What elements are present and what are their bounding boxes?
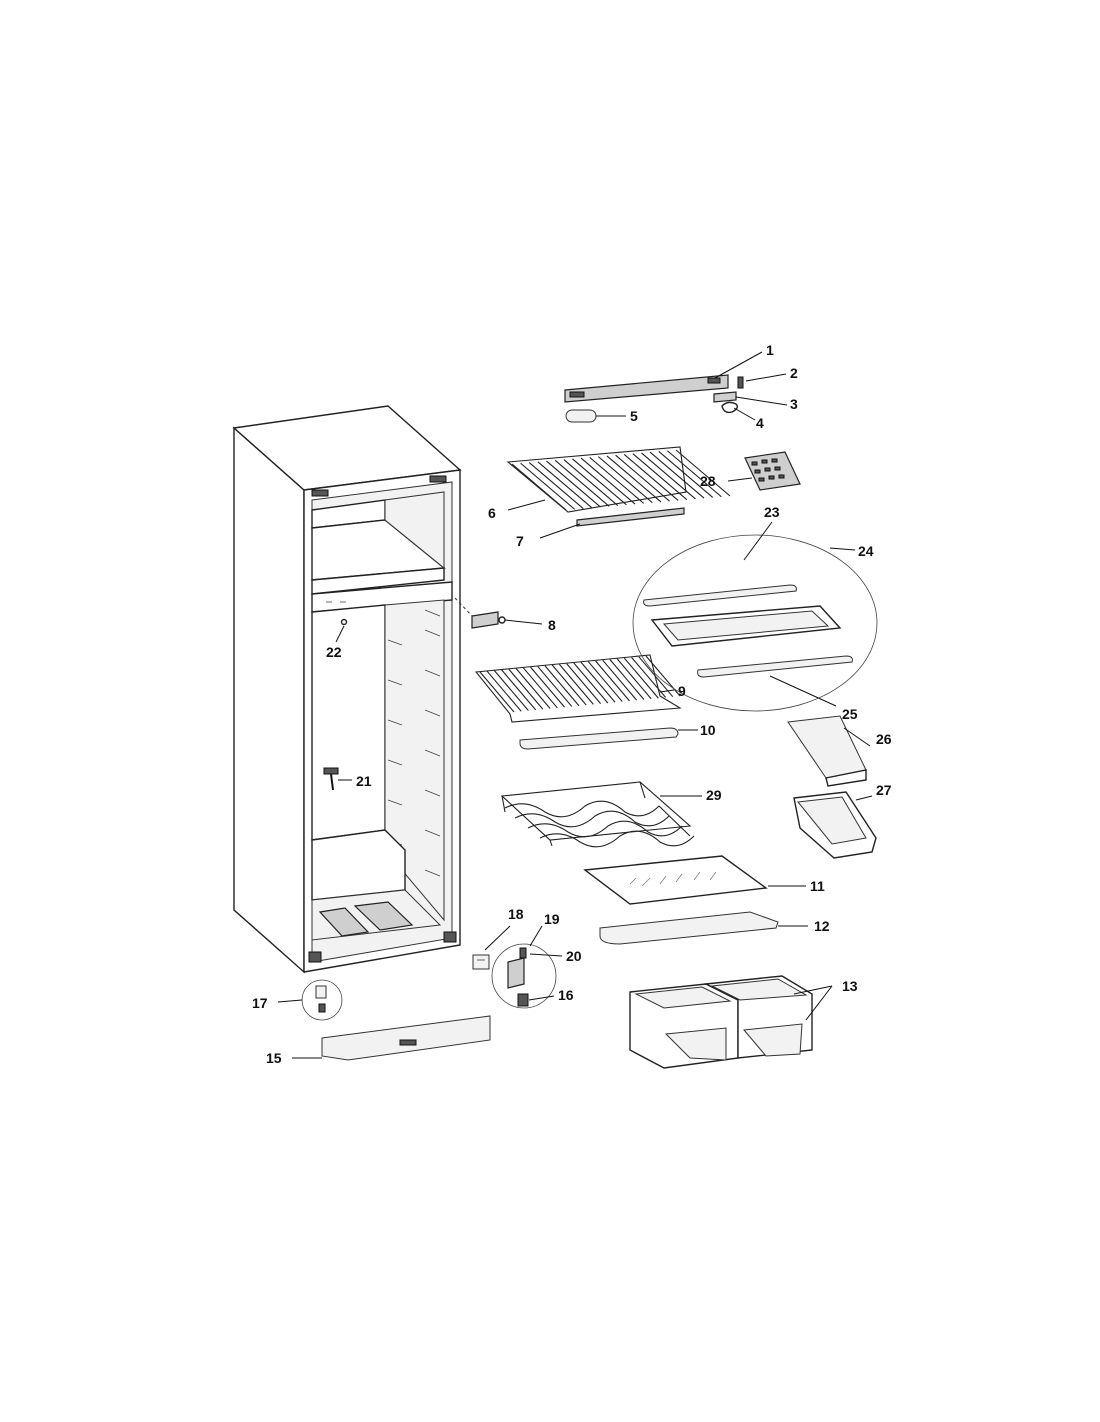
part-11-glass-shelf [583, 855, 768, 905]
callout-22: 22 [326, 644, 342, 660]
callout-17: 17 [252, 995, 268, 1011]
part-18-light-switch [472, 954, 490, 970]
part-12-shelf-trim [599, 911, 779, 945]
part-28-ice-tray [744, 451, 801, 491]
part-26-dairy-lid [787, 715, 867, 787]
part-9-fridge-wire-shelf [474, 654, 682, 723]
part-29-bottle-rack [500, 781, 695, 848]
part-17-foot-detail [301, 979, 343, 1021]
callout-10: 10 [700, 722, 716, 738]
callout-23: 23 [764, 504, 780, 520]
callout-21: 21 [356, 773, 372, 789]
callout-6: 6 [488, 505, 496, 521]
part-10-shelf-trim [519, 727, 679, 750]
callout-15: 15 [266, 1050, 282, 1066]
part-13-crisper-drawers [629, 975, 813, 1069]
callout-labels: 1 2 3 4 5 28 6 7 23 24 8 22 9 25 10 26 2… [252, 342, 892, 1066]
callout-25: 25 [842, 706, 858, 722]
part-4-hinge-pin [721, 401, 739, 414]
part-27-door-bin [793, 791, 877, 859]
callout-4: 4 [756, 415, 764, 431]
part-5-pad [565, 409, 597, 423]
callout-28: 28 [700, 473, 716, 489]
refrigerator-cabinet [232, 405, 475, 974]
part-7-shelf-front-trim [576, 507, 685, 527]
callout-26: 26 [876, 731, 892, 747]
callout-8: 8 [548, 617, 556, 633]
part-6-freezer-wire-shelf [506, 446, 731, 513]
callout-9: 9 [678, 683, 686, 699]
part-8-middle-hinge [471, 611, 506, 629]
callout-27: 27 [876, 782, 892, 798]
callout-29: 29 [706, 787, 722, 803]
callout-3: 3 [790, 396, 798, 412]
leader-lines [277, 351, 873, 1059]
part-15-kick-plate [321, 1015, 491, 1061]
callout-19: 19 [544, 911, 560, 927]
callout-5: 5 [630, 408, 638, 424]
callout-16: 16 [558, 987, 574, 1003]
callout-11: 11 [810, 878, 825, 894]
callout-24: 24 [858, 543, 874, 559]
callout-13: 13 [842, 978, 858, 994]
callout-1: 1 [766, 342, 774, 358]
callout-7: 7 [516, 533, 524, 549]
part-19-bottom-hinge-detail [491, 943, 557, 1009]
part-1-top-hinge-cover [564, 374, 729, 403]
callout-2: 2 [790, 365, 798, 381]
part-21-thermostat-sensor [323, 767, 339, 791]
callout-18: 18 [508, 906, 524, 922]
callout-20: 20 [566, 948, 582, 964]
callout-12: 12 [814, 918, 830, 934]
part-3-hinge-bracket [713, 391, 737, 403]
part-24-shelf-assembly-group [632, 534, 878, 712]
part-2-screw [737, 376, 744, 389]
